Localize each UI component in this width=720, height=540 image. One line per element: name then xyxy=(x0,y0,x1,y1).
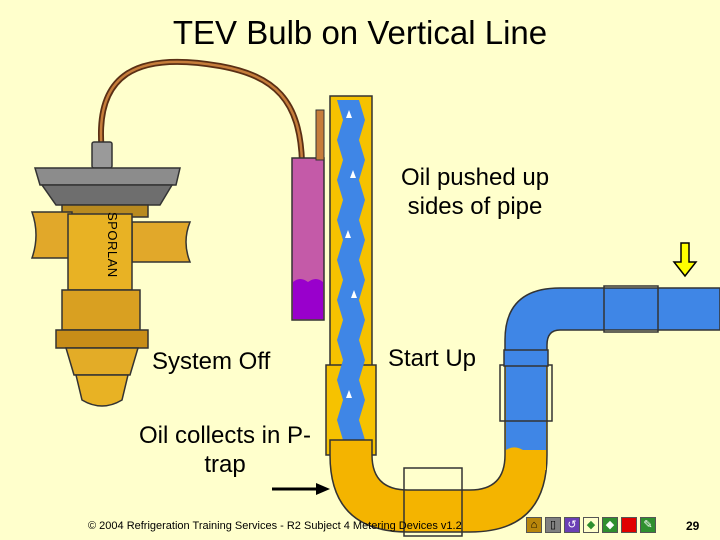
stop-icon[interactable] xyxy=(621,517,637,533)
document-icon[interactable]: ▯ xyxy=(545,517,561,533)
oil-collects-label: Oil collects in P-trap xyxy=(138,422,312,478)
expansion-valve xyxy=(30,141,192,407)
oil-pushed-label: Oil pushed up sides of pipe xyxy=(400,164,550,220)
footer-copyright: © 2004 Refrigeration Training Services -… xyxy=(88,520,462,532)
page-number: 29 xyxy=(686,519,700,533)
capillary-tube xyxy=(98,58,305,165)
start-up-label: Start Up xyxy=(388,345,477,372)
return-icon[interactable]: ↺ xyxy=(564,517,580,533)
forward-icon[interactable]: ◆ xyxy=(602,517,618,533)
p-trap xyxy=(329,285,720,537)
slide-title: TEV Bulb on Vertical Line xyxy=(172,14,548,51)
valve-brand-label: SPORLAN xyxy=(105,212,120,278)
vertical-suction-pipe xyxy=(325,95,377,456)
tev-bulb xyxy=(291,157,325,321)
pencil-icon[interactable]: ✎ xyxy=(640,517,656,533)
pointer-arrow xyxy=(272,483,330,495)
down-arrow xyxy=(672,242,698,278)
back-icon[interactable]: ◆ xyxy=(583,517,599,533)
home-icon[interactable]: ⌂ xyxy=(526,517,542,533)
system-off-label: System Off xyxy=(152,348,271,375)
